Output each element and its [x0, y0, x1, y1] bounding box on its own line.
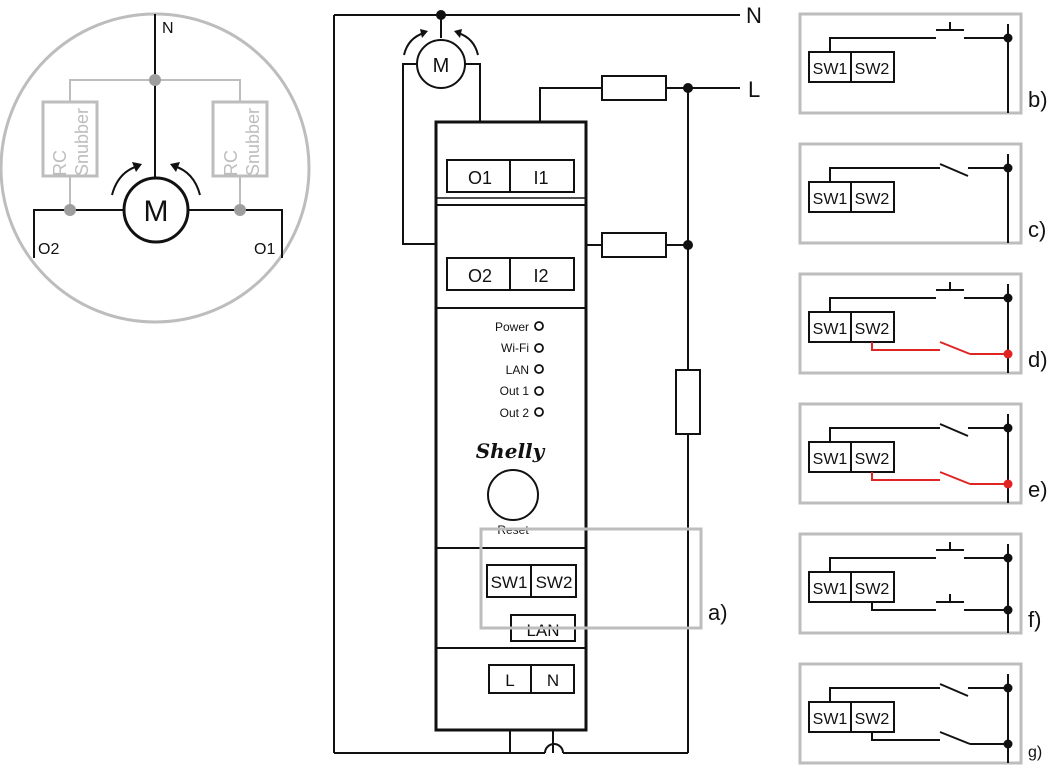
sw1-label: SW1 — [813, 321, 848, 338]
variant-panel: SW1 SW2 b) — [798, 12, 1048, 115]
power-n-label: N — [547, 671, 559, 690]
sw2-label: SW2 — [855, 321, 890, 338]
variant-label: b) — [1028, 87, 1048, 112]
motor-label: M — [433, 55, 450, 77]
brand-logo: Shelly — [476, 439, 546, 463]
power-l-label: L — [505, 671, 514, 690]
sw1-label: SW1 — [813, 711, 848, 728]
led-lan-icon — [534, 364, 544, 374]
motor-icon — [122, 176, 190, 244]
terminal-i1: I1 — [533, 168, 548, 188]
main-wiring: N M L — [333, 3, 762, 754]
live-label: L — [748, 77, 760, 102]
variant-label: g) — [1028, 744, 1042, 761]
variant-border — [798, 532, 1023, 635]
snubber-right-line1: RC — [221, 150, 241, 176]
inset-out-left: O2 — [38, 241, 59, 258]
variant-label: c) — [1028, 217, 1046, 242]
variant-panel: SW1 SW2 e) — [798, 402, 1048, 505]
snubber-left-line1: RC — [50, 150, 70, 176]
fuse — [601, 75, 667, 101]
junction-dot — [1003, 163, 1013, 173]
inset-out-right: O1 — [254, 241, 275, 258]
led-out2-icon — [534, 407, 544, 417]
junction-dot — [1003, 739, 1013, 749]
led-wifi-icon — [534, 343, 544, 353]
junction-dot — [1003, 553, 1013, 563]
variant-label: f) — [1028, 607, 1041, 632]
sw1-label: SW1 — [813, 61, 848, 78]
lan-port-label: LAN — [526, 621, 559, 640]
led-label-wifi: Wi-Fi — [501, 341, 529, 355]
led-label-out2: Out 2 — [500, 406, 530, 420]
junction-dot — [1003, 479, 1013, 489]
variant-panel: SW1 SW2 d) — [798, 272, 1048, 375]
snubber-right-line2: Snubber — [243, 108, 263, 176]
inset-neutral-label: N — [162, 20, 174, 37]
junction-dot — [234, 204, 246, 216]
sw2-label: SW2 — [536, 573, 573, 592]
rc-snubber-right: RC Snubber — [211, 100, 269, 178]
sw2-label: SW2 — [855, 581, 890, 598]
sw1-label: SW1 — [491, 573, 528, 592]
junction-dot — [149, 74, 161, 86]
led-label-power: Power — [495, 320, 529, 334]
junction-dot — [64, 204, 76, 216]
junction-dot — [1003, 605, 1013, 615]
terminal-i2: I2 — [533, 266, 548, 286]
motor-inset: N RC Snubber RC Snubber M O2 O1 — [0, 12, 311, 324]
shelly-device: O1 I1 O2 I2 Power Wi-Fi LAN Out 1 Out 2 … — [434, 120, 588, 732]
terminal-o2: O2 — [468, 266, 492, 286]
sw1-label: SW1 — [813, 581, 848, 598]
junction-dot — [1003, 683, 1013, 693]
sw1-label: SW1 — [813, 451, 848, 468]
led-label-lan: LAN — [506, 363, 529, 377]
junction-dot — [1003, 293, 1013, 303]
variant-panel: SW1 SW2 c) — [798, 142, 1046, 245]
junction-dot — [1003, 349, 1013, 359]
sw2-label: SW2 — [855, 711, 890, 728]
sw2-label: SW2 — [855, 451, 890, 468]
junction-dot — [1003, 423, 1013, 433]
reset-button[interactable] — [487, 469, 539, 521]
fuse — [601, 232, 667, 258]
callout-label: a) — [708, 600, 728, 625]
variant-panel: SW1 SW2 f) — [798, 532, 1041, 635]
terminal-o1: O1 — [468, 168, 492, 188]
junction-dot — [1003, 33, 1013, 43]
status-leds: Power Wi-Fi LAN Out 1 Out 2 — [495, 320, 544, 420]
inset-motor-label: M — [144, 195, 169, 228]
sw1-label: SW1 — [813, 191, 848, 208]
neutral-label: N — [746, 3, 762, 28]
sw2-label: SW2 — [855, 191, 890, 208]
callout-box — [479, 527, 703, 630]
led-power-icon — [534, 321, 544, 331]
snubber-left-line2: Snubber — [72, 108, 92, 176]
led-out1-icon — [534, 386, 544, 396]
rc-snubber-left: RC Snubber — [41, 100, 99, 178]
fuse — [675, 369, 701, 435]
variant-label: d) — [1028, 347, 1048, 372]
variant-panel: SW1 SW2 g) — [798, 662, 1042, 765]
sw2-label: SW2 — [855, 61, 890, 78]
variant-label: e) — [1028, 477, 1048, 502]
led-label-out1: Out 1 — [500, 384, 530, 398]
